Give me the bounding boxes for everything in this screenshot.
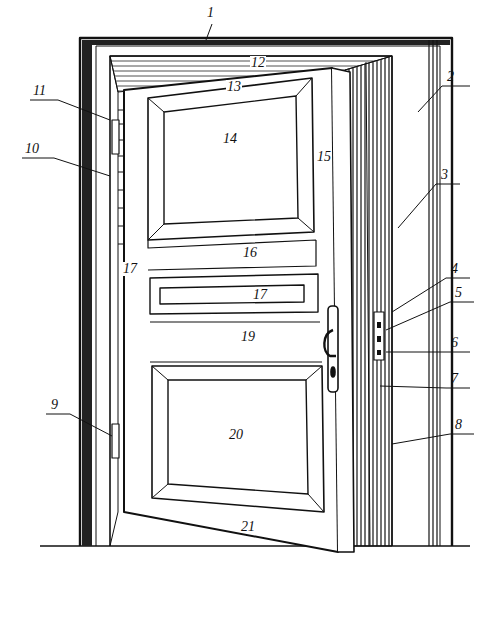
casing-shadow <box>428 40 438 546</box>
middle-rail <box>148 240 316 270</box>
callout-number: 17 <box>122 262 138 276</box>
door-leaf <box>124 68 338 552</box>
callout-number: 2 <box>446 70 455 84</box>
callout-number: 8 <box>454 418 463 432</box>
callout-number: 6 <box>450 336 459 350</box>
head-shadow <box>82 40 450 45</box>
callout-number: 20 <box>228 428 244 442</box>
callout-number: 11 <box>32 84 47 98</box>
lower-hinge <box>112 424 119 458</box>
callout-number: 3 <box>440 168 449 182</box>
lower-panel <box>152 366 324 512</box>
small-panel-field <box>160 285 304 304</box>
upper-panel-field <box>164 96 298 224</box>
keyhole <box>331 367 335 377</box>
callout-number: 7 <box>450 372 459 386</box>
callout-number: 12 <box>250 56 266 70</box>
small-panel <box>150 274 318 314</box>
lower-panel-field <box>168 380 308 494</box>
callout-number: 21 <box>240 520 256 534</box>
callout-number: 1 <box>206 6 215 20</box>
callout-number: 15 <box>316 150 332 164</box>
strike-plate <box>374 312 384 360</box>
escutcheon <box>328 306 338 392</box>
lock-rail <box>150 322 322 362</box>
leader-lines <box>22 24 474 444</box>
panel-bevel <box>152 366 324 512</box>
door-stop <box>366 62 370 546</box>
callout-number: 4 <box>450 262 459 276</box>
callout-number: 19 <box>240 330 256 344</box>
callout-number: 10 <box>24 142 40 156</box>
floor-line <box>40 545 470 547</box>
callout-number: 14 <box>222 132 238 146</box>
jamb-shadow <box>82 40 92 546</box>
upper-hinge <box>112 120 119 154</box>
hinge-jamb <box>110 56 118 546</box>
panel-bevel <box>148 78 314 240</box>
callout-number: 5 <box>454 286 463 300</box>
upper-panel <box>148 78 314 240</box>
callout-number: 13 <box>226 80 242 94</box>
callout-number: 16 <box>242 246 258 260</box>
door-handle <box>324 330 336 356</box>
callout-number: 17 <box>252 288 268 302</box>
callout-number: 9 <box>50 398 59 412</box>
